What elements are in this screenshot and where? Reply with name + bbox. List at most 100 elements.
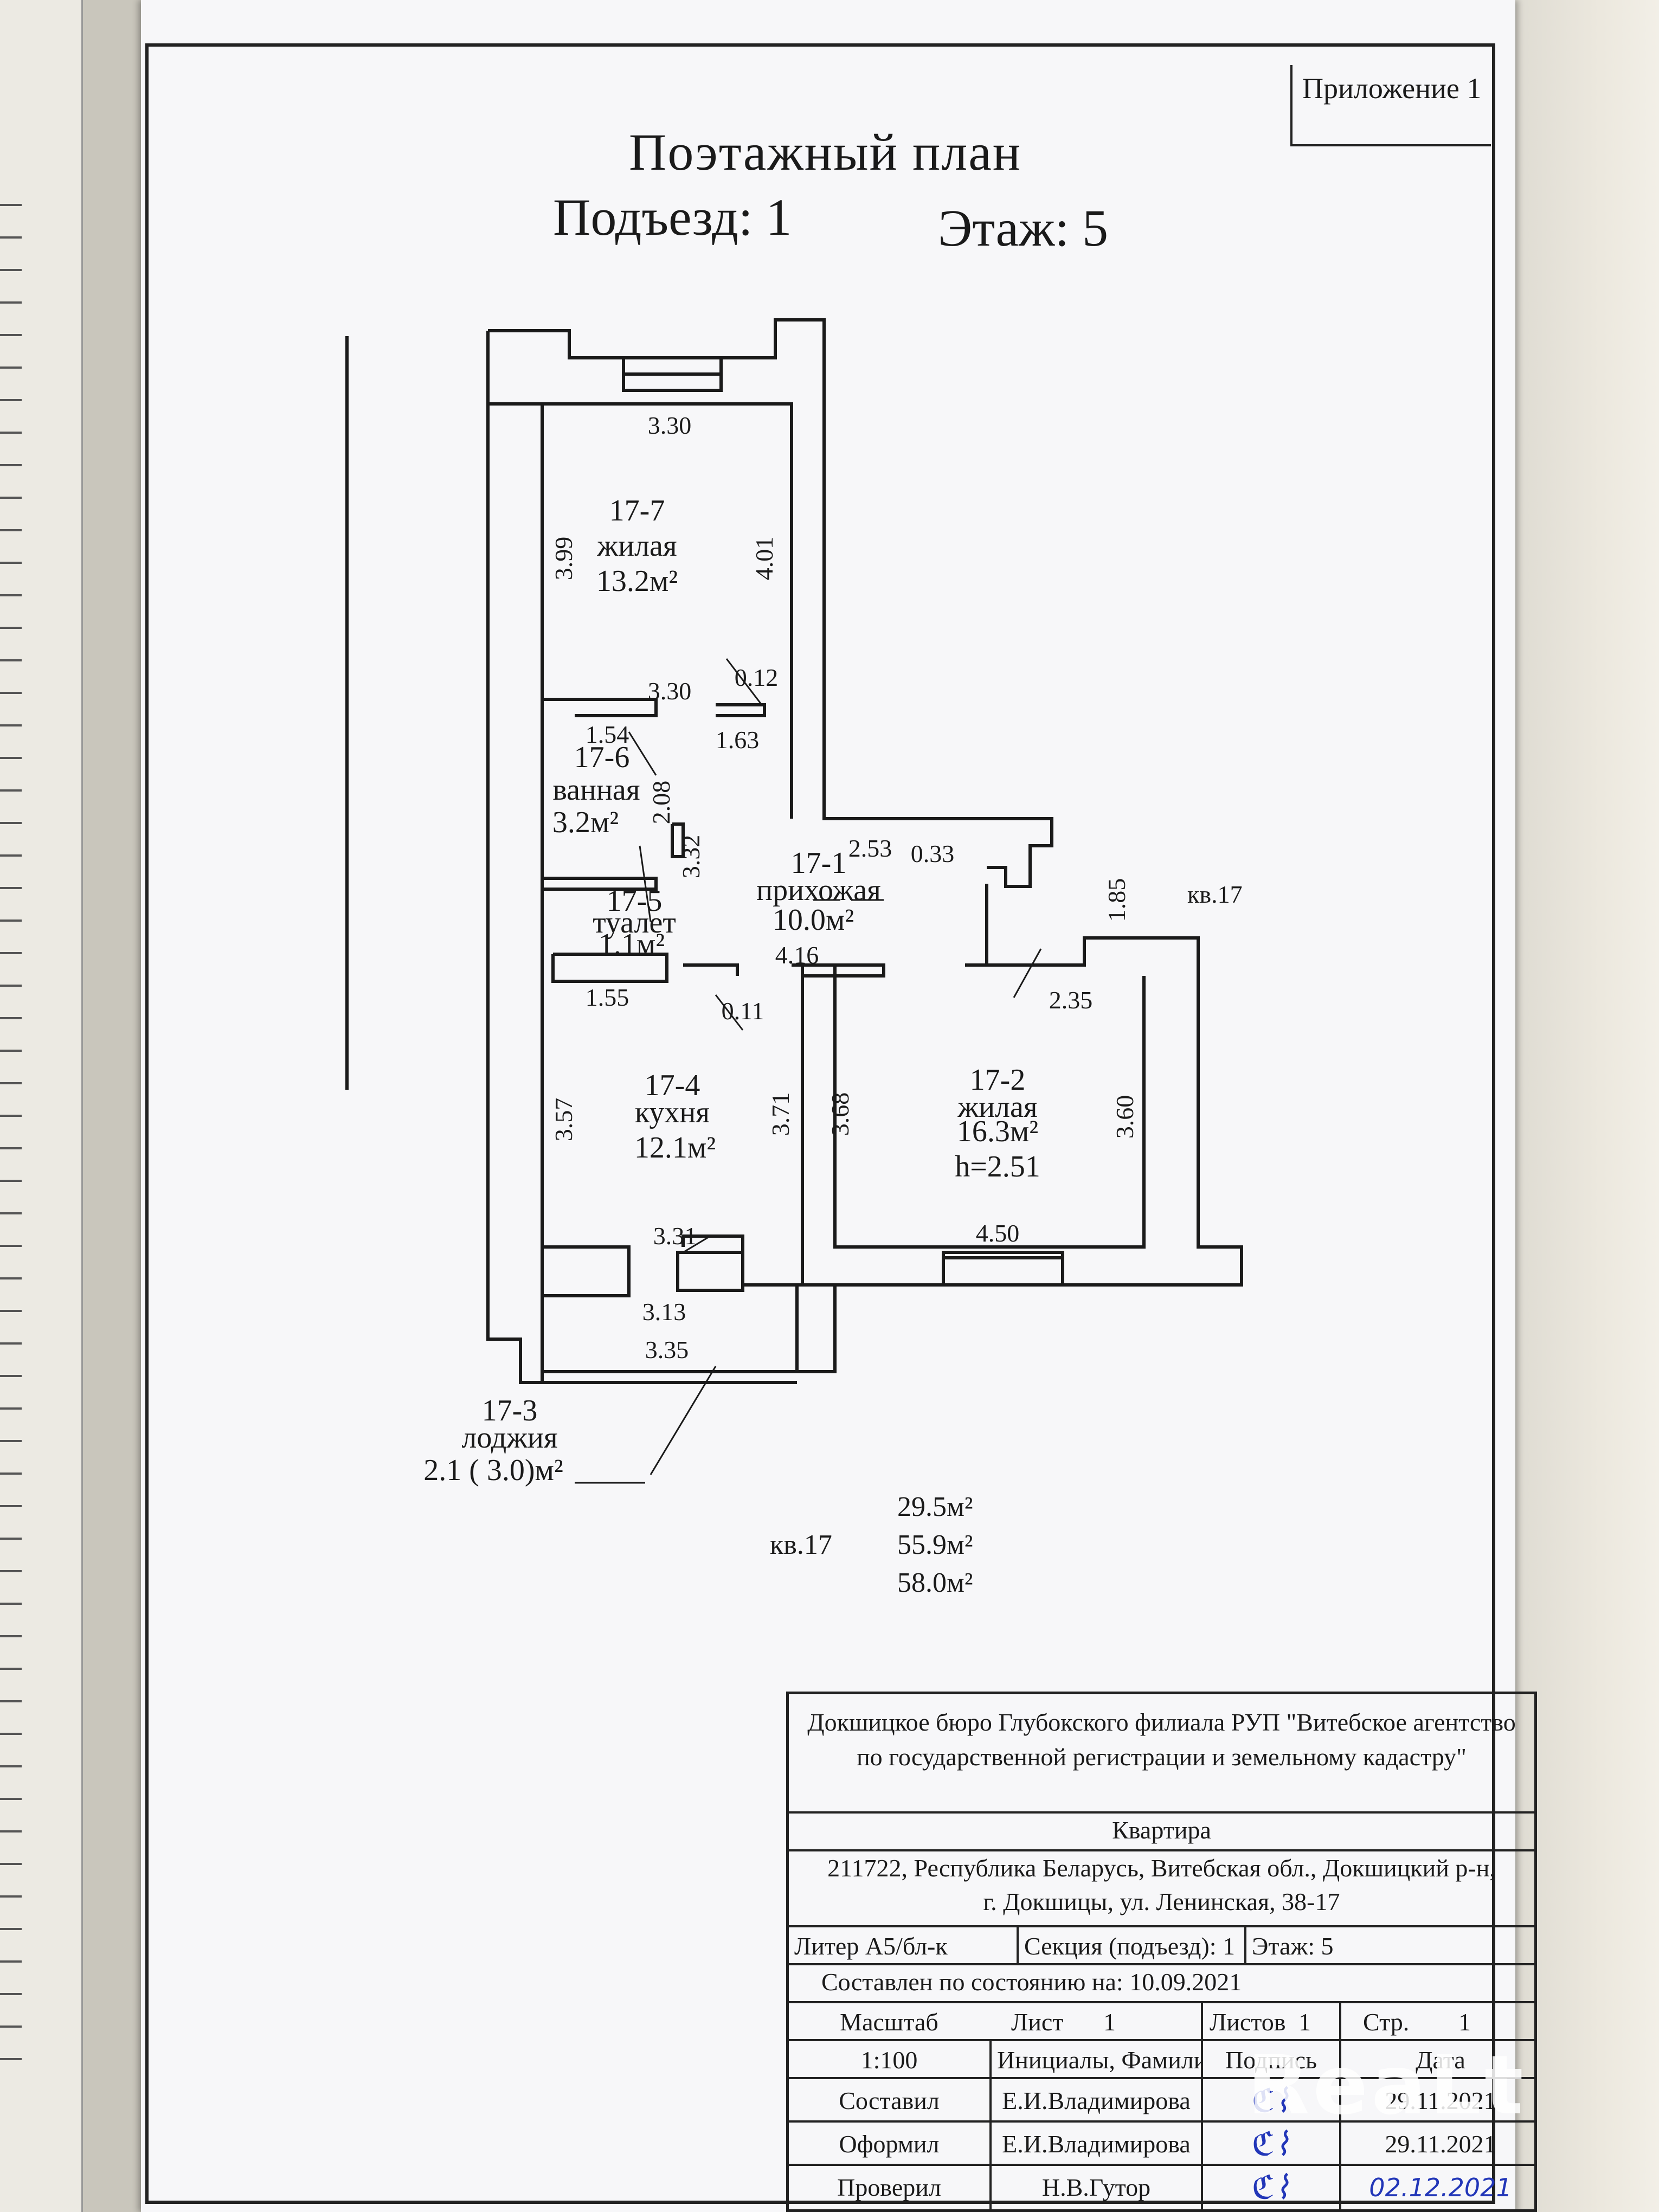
room-id: 17-6 [574,741,630,774]
dim-label: 3.60 [1111,1095,1139,1139]
stamp-date: 02.12.2021 [1339,2166,1540,2209]
stamp-header-row: 1:100 Инициалы, Фамилия Подпись Дата [789,2041,1534,2079]
room-area: 2.1 ( 3.0)м² [423,1454,563,1487]
dim-label: 2.08 [647,781,675,825]
stamp-liter: Литер А5/бл-к [794,1932,948,1960]
totals-total-area: 55.9м² [897,1529,973,1560]
room-id: 17-3 [482,1394,538,1427]
dim-label: 3.68 [826,1092,854,1136]
room-area: 10.0м² [773,903,854,937]
room-name: жилая [596,529,677,563]
room-area: 12.1м² [634,1131,716,1165]
stamp-page-label: Стр. [1339,2003,1437,2039]
floor-plan-drawing: 17-7 жилая 13.2м² 17-6 ванная 3.2м² 17-5… [345,318,1243,1487]
dim-label: 3.32 [677,835,705,879]
stamp-signer-name: Н.В.Гутор [989,2166,1201,2209]
leader-lines [575,658,1042,1484]
dim-label: 4.01 [750,537,778,581]
stamp-liter-row: Литер А5/бл-к Секция (подъезд): 1 Этаж: … [789,1927,1534,1965]
room-name: жилая [957,1090,1037,1124]
dim-label: 4.50 [976,1219,1020,1247]
dim-label: 3.13 [642,1298,686,1326]
stamp-date: 29.11.2021 [1339,2123,1540,2164]
stamp-sheet-label: Лист [1011,2008,1064,2036]
dim-label: 2.35 [1049,986,1093,1014]
room-id: 17-2 [970,1063,1026,1097]
room-name: кухня [635,1096,710,1129]
room-id: 17-4 [645,1069,700,1102]
dim-label: 1.85 [1103,878,1130,922]
stamp-col-date: Дата [1339,2041,1540,2077]
stamp-scale-value: 1:100 [860,2046,918,2074]
dim-label: 3.99 [550,537,577,581]
underlying-page-table-lines [0,173,22,2071]
underlying-page [0,0,83,2212]
room-id: 17-1 [791,846,847,880]
watermark-logo: ReaLt [1247,2039,1527,2133]
stamp-signer-name: Е.И.Владимирова [989,2123,1201,2164]
stamp-sheets-value: 1 [1298,2008,1311,2036]
stamp-signer-name: Е.И.Владимирова [989,2079,1201,2120]
stamp-page-value: 1 [1458,2008,1471,2036]
stamp-signer-row: Оформил Е.И.Владимирова ℭ⌇ 29.11.2021 [789,2123,1534,2166]
stamp-sheets-label: Листов [1201,2003,1293,2039]
stamp-object: Квартира [789,1814,1534,1851]
stamp-signer-row: Проверил Н.В.Гутор ℭ⌇ 02.12.2021 [789,2166,1534,2209]
stamp-address-line2: г. Докшицы, ул. Ленинская, 38-17 [983,1888,1340,1915]
dim-label: 4.16 [775,941,819,969]
floor-plan-sheet: Приложение 1 Поэтажный план Подъезд: 1 Э… [141,0,1537,2212]
room-height: h=2.51 [955,1150,1040,1184]
room-name: ванная [552,773,640,807]
dim-label: 3.57 [550,1098,577,1142]
room-area: 13.2м² [596,564,678,598]
room-id: 17-7 [609,494,665,528]
plan-title: Поэтажный план [629,123,1022,181]
stamp-state-date: Составлен по состоянию на: 10.09.2021 [789,1965,1534,2003]
appendix-label: Приложение 1 [1290,65,1491,146]
dim-label: 0.33 [911,840,955,867]
floor-label: Этаж: 5 [938,199,1109,257]
dim-label: 3.30 [648,411,692,439]
sheet-frame [145,43,1495,2204]
stamp-address-line1: 211722, Республика Беларусь, Витебская о… [827,1854,1496,1882]
entrance-label: Подъезд: 1 [553,188,792,246]
stamp-date: 29.11.2021 [1339,2079,1540,2120]
stamp-role: Проверил [837,2174,941,2201]
apartment-label: кв.17 [1187,880,1243,908]
room-name: лоджия [461,1421,557,1455]
title-block: Докшицкое бюро Глубокского филиала РУП "… [786,1692,1537,2212]
stamp-signer-row: Составил Е.И.Владимирова ℭ⌇ 29.11.2021 [789,2079,1534,2123]
dim-label: 3.35 [645,1336,689,1364]
room-area: 3.2м² [552,806,619,839]
stamp-sheet-row: Масштаб Лист 1 Листов 1 Стр. 1 [789,2003,1534,2041]
dim-label: 3.31 [653,1222,697,1250]
totals-apartment: кв.17 [770,1529,832,1560]
room-id: 17-5 [607,884,663,918]
dim-label: 1.63 [716,726,760,754]
dim-label: 1.55 [586,983,629,1011]
room-name: туалет [593,906,676,940]
stamp-sheet-value: 1 [1103,2008,1116,2036]
signature-mark: ℭ⌇ [1201,2079,1339,2120]
totals-living-area: 29.5м² [897,1491,973,1522]
dim-label: 0.11 [722,997,764,1025]
stamp-floor: Этаж: 5 [1244,1927,1540,1963]
stamp-scale-label: Масштаб [840,2008,938,2036]
room-area: 16.3м² [957,1115,1038,1148]
stamp-role: Оформил [839,2130,940,2158]
dim-label: 0.12 [735,664,779,691]
stamp-col-names: Инициалы, Фамилия [989,2041,1201,2077]
dim-label: 3.30 [648,677,692,705]
stamp-section: Секция (подъезд): 1 [1017,1927,1244,1963]
stamp-address: 211722, Республика Беларусь, Витебская о… [789,1851,1534,1927]
dim-label: 2.53 [848,834,892,862]
dim-label: 3.71 [767,1092,794,1136]
dim-label: 1.54 [586,721,629,748]
stamp-role: Составил [839,2087,940,2114]
signature-mark: ℭ⌇ [1201,2123,1339,2164]
stamp-org: Докшицкое бюро Глубокского филиала РУП "… [789,1694,1534,1814]
totals-overall-area: 58.0м² [897,1567,973,1598]
paper-stack-edge [1513,0,1659,2212]
signature-mark: ℭ⌇ [1201,2166,1339,2209]
stamp-col-sign: Подпись [1201,2041,1339,2077]
